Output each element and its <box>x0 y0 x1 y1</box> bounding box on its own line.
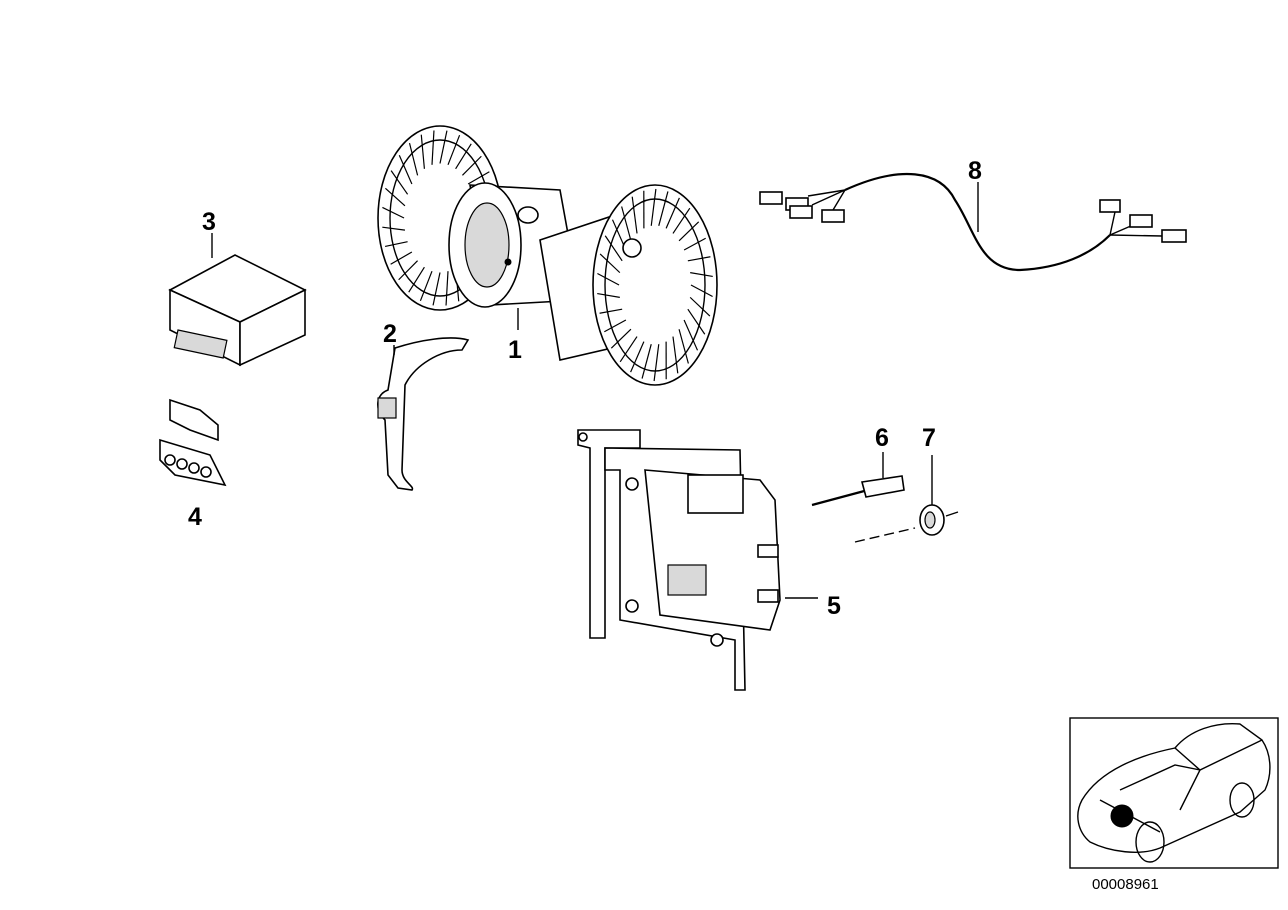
fan-blade <box>610 328 632 349</box>
wiring-harness <box>759 172 1187 272</box>
actuator-bracket <box>577 429 818 691</box>
fan-blade <box>390 170 409 195</box>
fan-blade <box>630 341 645 373</box>
fan-blade <box>445 271 449 306</box>
fan-blade <box>672 336 679 374</box>
grommet <box>854 455 959 543</box>
diagram-reference-number: 00008961 <box>1092 876 1159 893</box>
fan-blade <box>678 329 689 364</box>
fan-blade <box>398 155 413 185</box>
callout-7: 7 <box>922 424 936 452</box>
fan-blade <box>604 319 627 333</box>
fan-blade <box>420 134 425 169</box>
fan-blade <box>390 251 413 265</box>
callout-2: 2 <box>383 320 397 348</box>
callout-4: 4 <box>188 503 202 531</box>
blower-motor-assembly <box>377 125 718 386</box>
fan-blade <box>382 226 406 231</box>
fan-blade <box>641 344 652 379</box>
fan-blade <box>683 319 699 351</box>
fan-blade <box>672 207 691 234</box>
fan-blade <box>398 260 419 281</box>
fan-blade <box>650 188 657 226</box>
fan-blade <box>461 155 482 176</box>
callout-1: 1 <box>508 336 522 364</box>
resistor <box>159 398 227 487</box>
vehicle-location-inset: 00008961 <box>1069 717 1279 893</box>
fan-blade <box>597 292 620 298</box>
fan-blade <box>447 134 461 166</box>
fan-blade <box>665 197 680 229</box>
fan-blade <box>408 266 425 293</box>
inset-frame <box>1069 717 1279 869</box>
fan-blade <box>385 187 406 207</box>
fan-blade <box>439 130 448 164</box>
fan-blade <box>599 308 623 314</box>
fan-blade <box>382 206 405 219</box>
fan-blade <box>621 206 632 241</box>
fan-blade <box>408 142 419 176</box>
fan-blade <box>687 308 706 335</box>
callout-3: 3 <box>202 208 216 236</box>
fan-blade <box>658 191 669 226</box>
callout-5: 5 <box>827 592 841 620</box>
fan-blade <box>678 221 700 242</box>
fan-blade <box>683 237 706 251</box>
callout-8: 8 <box>968 157 982 185</box>
control-unit <box>168 233 307 367</box>
car-location-icon <box>1077 723 1271 863</box>
holder-bracket <box>377 337 470 491</box>
fan-blade <box>597 272 620 286</box>
fan-blade <box>384 241 408 248</box>
fan-blade <box>467 171 490 185</box>
fan-blade <box>419 270 433 302</box>
fan-blade <box>689 296 711 317</box>
fan-blade <box>431 130 435 165</box>
fan-blade <box>455 143 472 170</box>
fan-blade <box>432 272 441 306</box>
callout-6: 6 <box>875 424 889 452</box>
fan-blade <box>631 196 638 234</box>
right-fan-wheel <box>539 184 718 386</box>
fan-blade <box>653 344 660 382</box>
fan-blade <box>604 235 623 262</box>
fan-blade <box>599 253 621 274</box>
terminal-pin <box>811 452 905 507</box>
fan-blade <box>619 336 638 363</box>
fan-blade <box>687 256 711 262</box>
fan-blade <box>690 272 713 278</box>
fan-blade <box>690 284 713 298</box>
